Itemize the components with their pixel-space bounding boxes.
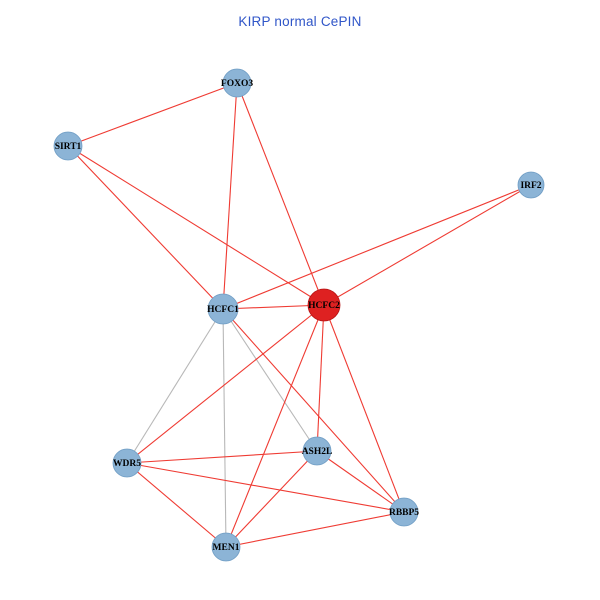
edge-WDR5-MEN1 xyxy=(126,462,227,548)
node-IRF2 xyxy=(517,171,545,199)
edge-HCFC2-ASH2L xyxy=(316,304,325,452)
edge-HCFC1-MEN1 xyxy=(222,308,227,548)
node-RBBP5 xyxy=(389,497,419,527)
edge-FOXO3-HCFC1 xyxy=(222,82,238,310)
edge-ASH2L-RBBP5 xyxy=(316,450,405,513)
node-ASH2L xyxy=(302,436,332,466)
edge-HCFC1-ASH2L xyxy=(222,308,318,452)
node-MEN1 xyxy=(211,532,241,562)
edge-FOXO3-HCFC2 xyxy=(236,82,325,306)
edge-HCFC2-WDR5 xyxy=(126,304,325,464)
node-WDR5 xyxy=(112,448,142,478)
edge-SIRT1-HCFC2 xyxy=(67,145,325,306)
edge-FOXO3-SIRT1 xyxy=(67,82,238,147)
plot-title: KIRP normal CePIN xyxy=(238,14,362,29)
edge-HCFC1-HCFC2 xyxy=(222,304,325,310)
node-FOXO3 xyxy=(222,68,252,98)
edge-HCFC1-RBBP5 xyxy=(222,308,405,513)
edge-SIRT1-HCFC1 xyxy=(67,145,224,310)
node-HCFC2 xyxy=(307,288,341,322)
edge-HCFC1-WDR5 xyxy=(126,308,224,464)
node-HCFC1 xyxy=(207,293,239,325)
edge-MEN1-RBBP5 xyxy=(225,511,405,548)
edge-HCFC2-RBBP5 xyxy=(323,304,405,513)
edge-WDR5-ASH2L xyxy=(126,450,318,464)
edge-IRF2-HCFC1 xyxy=(222,184,532,310)
edge-WDR5-RBBP5 xyxy=(126,462,405,513)
edge-HCFC2-MEN1 xyxy=(225,304,325,548)
nodes-layer xyxy=(53,68,545,562)
edge-IRF2-HCFC2 xyxy=(323,184,532,306)
node-SIRT1 xyxy=(53,131,83,161)
edge-ASH2L-MEN1 xyxy=(225,450,318,548)
edges-layer xyxy=(67,82,532,548)
